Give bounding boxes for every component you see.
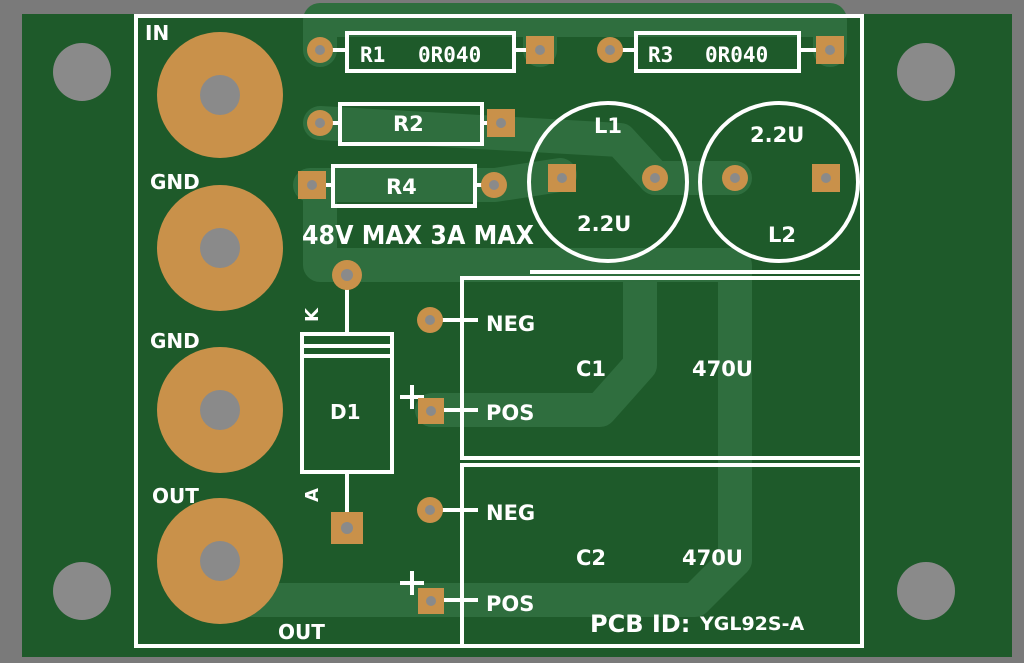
l1-pad-round-drill [650, 173, 660, 183]
terminal-drill-in [200, 75, 240, 115]
trace-r1-r3 [303, 3, 847, 67]
d1-cathode-drill [341, 269, 353, 281]
mounting-hole-bottom-left [53, 562, 111, 620]
silkscreen-outlines [134, 14, 864, 648]
c1-neg-label: NEG [486, 312, 535, 336]
r2-pad-square-drill [496, 118, 506, 128]
terminal-label-out-bottom: OUT [278, 620, 325, 644]
l1-pad-square-drill [557, 173, 567, 183]
terminal-pads [157, 32, 283, 624]
silkscreen-text: IN GND GND OUT OUT R1 0R040 R3 0R040 R2 … [145, 21, 804, 644]
l1-value: 2.2U [577, 212, 631, 236]
l1-outline [527, 101, 689, 263]
terminal-label-in: IN [145, 21, 169, 45]
trace-c2-pos [198, 543, 752, 617]
r2-ref: R2 [393, 112, 424, 136]
l2-outline [698, 101, 860, 263]
d1-cathode-band [302, 344, 392, 358]
r3-pad-round-drill [605, 45, 615, 55]
trace-r4 [293, 158, 577, 202]
d1-anode-drill [341, 522, 353, 534]
c2-ref: C2 [576, 546, 606, 570]
pcb-id-label: PCB ID: [590, 610, 690, 638]
l2-value: 2.2U [750, 123, 804, 147]
c1-plus-sign [400, 385, 424, 409]
terminal-label-gnd-1: GND [150, 170, 200, 194]
l1-ref: L1 [594, 114, 622, 138]
mounting-hole-bottom-right [897, 562, 955, 620]
cap-leads [430, 318, 478, 602]
c1-neg-drill [425, 315, 435, 325]
r4-ref: R4 [386, 175, 417, 199]
d1-anode-label: A [302, 488, 323, 502]
r3-pad-square-drill [825, 45, 835, 55]
c1-outline [460, 276, 864, 460]
trace-r2 [303, 106, 672, 195]
mounting-hole-top-right [897, 43, 955, 101]
copper-traces [198, 3, 847, 617]
r2-pad-round-drill [315, 118, 325, 128]
c1-pos-drill [426, 406, 436, 416]
rating-label: 48V MAX 3A MAX [302, 221, 534, 251]
trace-c1-pos [415, 248, 657, 427]
terminal-drill-gnd-2 [200, 390, 240, 430]
component-pads [298, 36, 844, 614]
c1-pos-label: POS [486, 401, 534, 425]
d1-ref: D1 [330, 400, 361, 424]
pcb-id-value: YGL92S-A [699, 613, 804, 635]
terminal-drill-gnd-1 [200, 228, 240, 268]
d1-cathode-label: K [302, 307, 323, 322]
r1-ref: R1 [360, 43, 385, 67]
terminal-label-out: OUT [152, 484, 199, 508]
c2-value: 470U [682, 546, 743, 570]
c2-plus-sign [400, 571, 424, 595]
r1-value: 0R040 [418, 43, 481, 67]
c2-outline [460, 463, 864, 648]
r4-pad-round-drill [489, 180, 499, 190]
terminal-label-gnd-2: GND [150, 329, 200, 353]
l2-pad-square-drill [821, 173, 831, 183]
c2-neg-drill [425, 505, 435, 515]
l2-pad-round-drill [730, 173, 740, 183]
c1-ref: C1 [576, 357, 606, 381]
r1-pad-round-drill [315, 45, 325, 55]
c2-neg-label: NEG [486, 501, 535, 525]
r3-ref: R3 [648, 43, 673, 67]
trace-gnd-bus [303, 168, 752, 577]
r1-pad-square-drill [535, 45, 545, 55]
r3-value: 0R040 [705, 43, 768, 67]
c1-value: 470U [692, 357, 753, 381]
l2-ref: L2 [768, 223, 796, 247]
r4-pad-square-drill [307, 180, 317, 190]
mounting-hole-top-left [53, 43, 111, 101]
c2-pos-label: POS [486, 592, 534, 616]
terminal-drill-out [200, 541, 240, 581]
c2-pos-drill [426, 596, 436, 606]
